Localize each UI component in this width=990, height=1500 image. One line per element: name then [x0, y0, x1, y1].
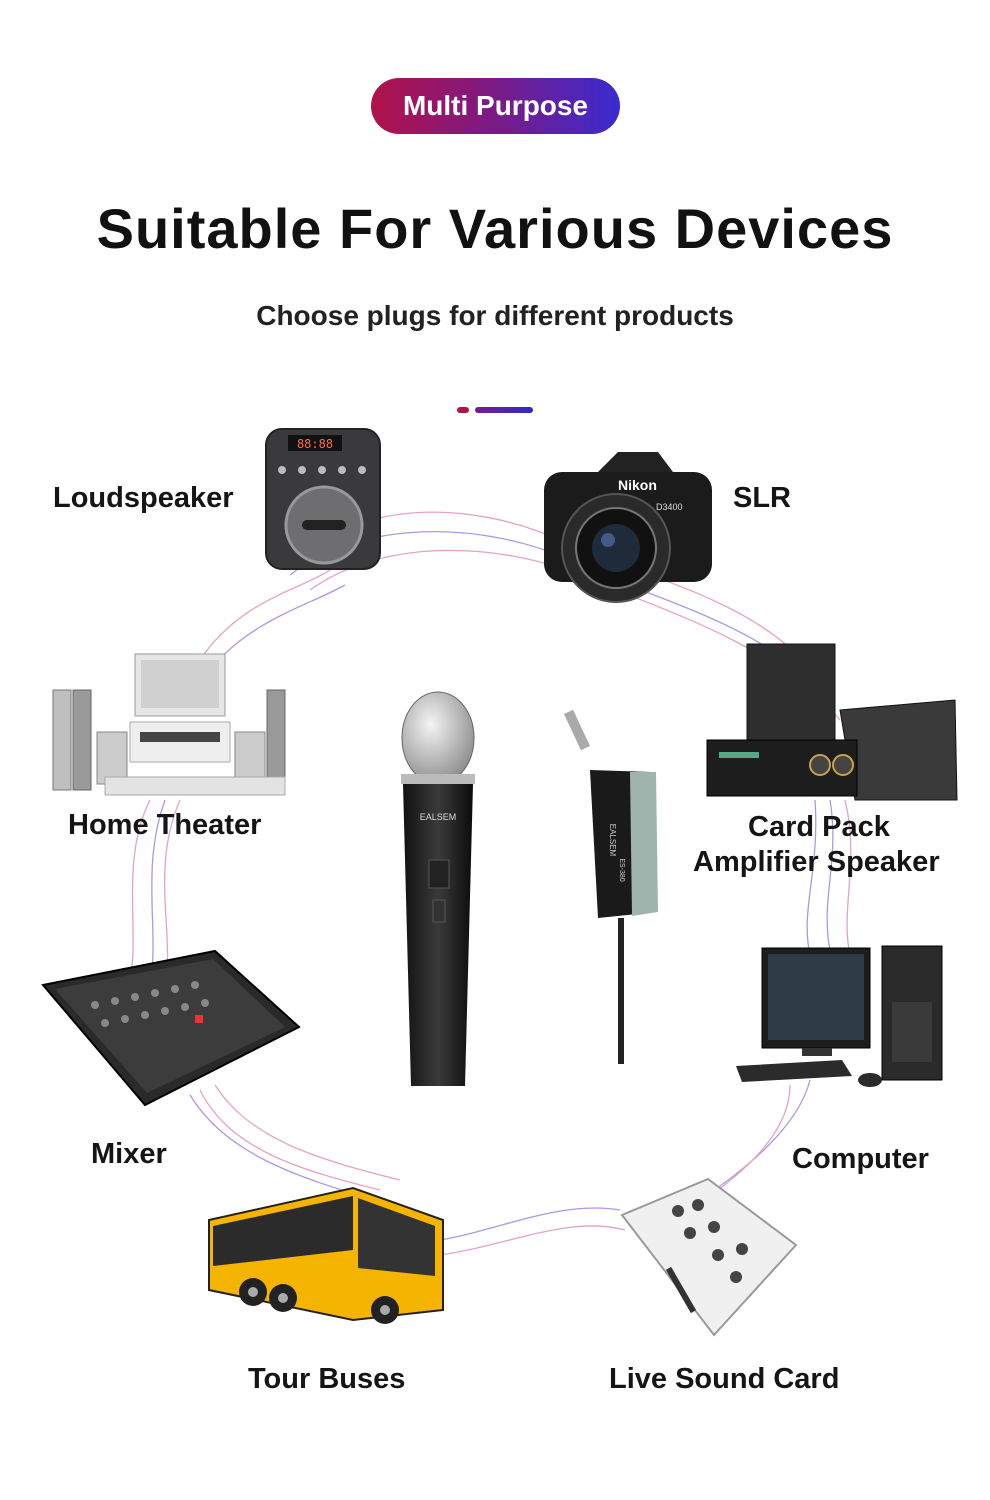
page-subtitle: Choose plugs for different products	[256, 300, 734, 331]
slr-camera-image: Nikon D3400	[544, 452, 712, 603]
label-card-pack: Card Pack	[748, 811, 890, 843]
label-tour-buses: Tour Buses	[248, 1363, 406, 1395]
microphone-brand: EALSEM	[420, 812, 457, 822]
mixer-image	[41, 949, 301, 1107]
label-loudspeaker: Loudspeaker	[53, 482, 234, 514]
computer-image	[736, 945, 943, 1087]
multi-purpose-badge: Multi Purpose	[371, 78, 620, 134]
label-mixer: Mixer	[91, 1138, 167, 1170]
receiver-model: ES-380	[618, 858, 625, 881]
live-sound-card-image	[620, 1177, 798, 1337]
camera-model: D3400	[656, 502, 683, 512]
wireless-receiver-image: EALSEM ES-380	[564, 709, 658, 1064]
camera-brand: Nikon	[618, 477, 657, 493]
home-theater-image	[52, 653, 286, 796]
label-home-theater: Home Theater	[68, 809, 262, 841]
amplifier-speaker-image	[706, 643, 958, 801]
label-live-sound-card: Live Sound Card	[609, 1363, 840, 1395]
label-slr: SLR	[733, 482, 791, 514]
label-computer: Computer	[792, 1143, 929, 1175]
tour-bus-image	[208, 1186, 444, 1324]
divider-dots	[457, 407, 533, 413]
speaker-display: 88:88	[297, 437, 333, 451]
loudspeaker-image: 88:88	[265, 428, 381, 570]
label-amplifier-speaker: Amplifier Speaker	[693, 846, 940, 878]
handheld-microphone-image: EALSEM	[401, 691, 475, 1086]
receiver-brand: EALSEM	[608, 824, 617, 857]
page-title: Suitable For Various Devices	[96, 197, 894, 260]
